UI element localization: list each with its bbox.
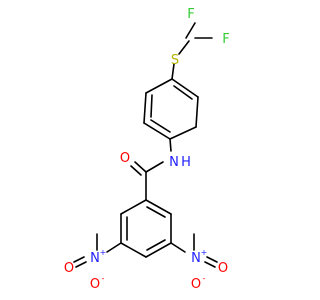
bond-ring2-d: [120, 242, 147, 258]
bond-n-right-o-down-2: [206, 256, 218, 263]
charge-o-left-down: -: [102, 274, 105, 283]
bond-n-left-o-down-2: [73, 256, 85, 263]
atom-o-amide: O: [120, 151, 130, 166]
bond-ring1-inner-1: [173, 85, 193, 100]
charge-o-right-down: -: [203, 274, 206, 283]
bond-ring2-inner-1: [146, 206, 166, 218]
bond-ring2-f: [120, 199, 147, 215]
bond-ring1-inner-3: [150, 94, 153, 118]
atom-s: S: [171, 53, 179, 68]
atom-o-left-down: O: [90, 277, 100, 292]
atom-n-right: N: [191, 251, 201, 266]
bond-layer: [73, 22, 218, 268]
atom-f-right: F: [222, 32, 229, 47]
atom-f-top: F: [187, 7, 194, 22]
atom-o-right: O: [218, 261, 228, 276]
bond-f1-c: [185, 22, 196, 39]
bond-c-s: [178, 40, 190, 55]
bond-c-o-2: [130, 165, 142, 176]
charge-n-right: +: [201, 248, 208, 257]
molecule-structure-diagram: F F S N H O N + O - O N + O - O: [64, 7, 230, 292]
bond-ring-n: [169, 138, 172, 152]
bond-n-right-o-down: [204, 261, 216, 268]
bond-ring1-d: [143, 122, 171, 140]
bond-ring2-n-left: [106, 242, 122, 253]
bond-s-ring: [171, 63, 175, 80]
bond-ring2-inner-2: [146, 239, 166, 251]
bond-ring1-a: [171, 78, 199, 98]
bond-ring2-c: [145, 242, 172, 258]
atom-o-right-down: O: [191, 277, 201, 292]
bond-c-o-1: [134, 161, 147, 173]
atom-label-layer: F F S N H O N + O - O N + O - O: [64, 7, 230, 292]
bond-ring1-f: [145, 78, 173, 94]
bond-ring2-a: [145, 199, 172, 215]
atom-o-left: O: [64, 261, 74, 276]
bond-ring1-e: [143, 92, 147, 124]
atom-nh-h: H: [181, 155, 191, 170]
atom-nh-n: N: [169, 155, 179, 170]
bond-n-left-o-down: [75, 261, 87, 268]
bond-ring1-c: [169, 126, 197, 140]
atom-n-left: N: [90, 251, 100, 266]
bond-n-c: [145, 161, 164, 173]
bond-ring1-inner-2: [150, 119, 171, 133]
bond-ring2-n-right: [170, 242, 186, 253]
charge-n-left: +: [100, 248, 107, 257]
bond-ring1-b: [195, 96, 199, 128]
